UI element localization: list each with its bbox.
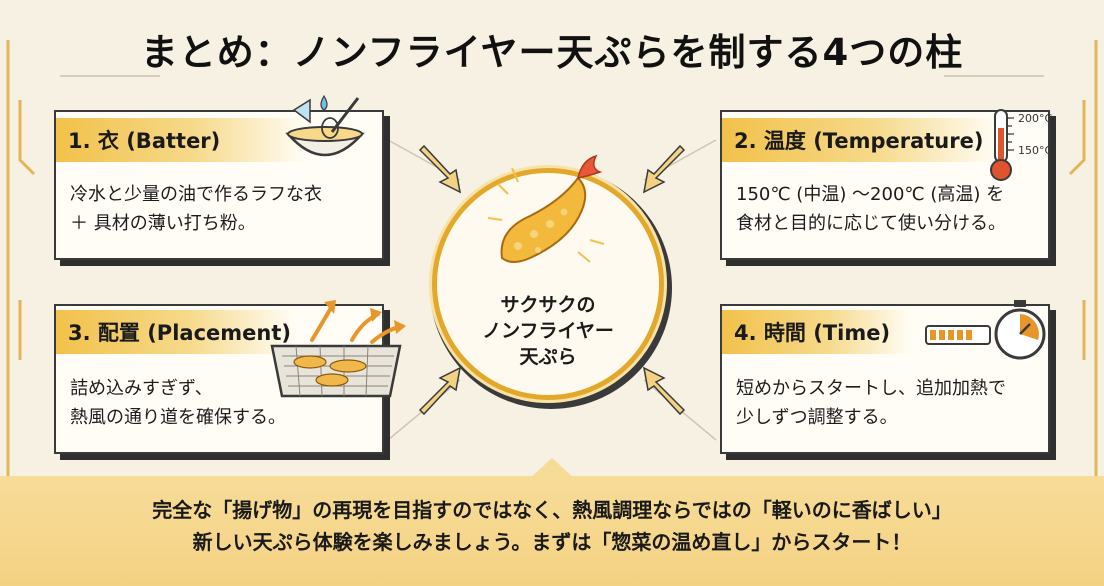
card-temperature-line1: 150℃ (中温) 〜200℃ (高温) を <box>736 184 1005 205</box>
footer-pointer <box>530 458 574 478</box>
card-batter-line2: ＋ 具材の薄い打ち粉。 <box>70 213 256 234</box>
card-batter-line1: 冷水と少量の油で作るラフな衣 <box>70 184 322 205</box>
card-placement-heading: 3. 配置 (Placement) <box>56 310 296 354</box>
card-time-line2: 少しずつ調整する。 <box>736 407 898 428</box>
timer-icon <box>925 300 1046 360</box>
thermometer-low-label: 150°C <box>1018 144 1053 157</box>
page-title: まとめ：ノンフライヤー天ぷらを制する4つの柱 <box>140 31 964 74</box>
center-label: サクサクの ノンフライヤー 天ぷら <box>432 292 664 370</box>
tempura-shrimp-icon <box>487 154 605 263</box>
footer-message: 完全な「揚げ物」の再現を目指すのではなく、熱風調理ならではの「軽いのに香ばしい」… <box>0 494 1104 558</box>
card-batter-text: 冷水と少量の油で作るラフな衣 ＋ 具材の薄い打ち粉。 <box>70 180 380 238</box>
card-temperature-text: 150℃ (中温) 〜200℃ (高温) を 食材と目的に応じて使い分ける。 <box>736 180 1046 238</box>
footer-line2: 新しい天ぷら体験を楽しみましょう。まずは「惣菜の温め直し」からスタート！ <box>192 530 912 554</box>
thermometer-icon <box>990 109 1014 181</box>
center-label-line3: 天ぷら <box>519 346 577 368</box>
card-batter-heading: 1. 衣 (Batter) <box>56 118 306 162</box>
footer-band <box>0 476 1104 586</box>
card-placement-text: 詰め込みすぎず、 熱風の通り道を確保する。 <box>70 374 380 432</box>
card-placement-line2: 熱風の通り道を確保する。 <box>70 407 286 428</box>
card-time-text: 短めからスタートし、追加加熱で 少しずつ調整する。 <box>736 374 1046 432</box>
fryer-basket-icon <box>270 300 406 398</box>
card-time-heading: 4. 時間 (Time) <box>722 310 912 354</box>
center-label-line2: ノンフライヤー <box>482 320 614 342</box>
card-time-line1: 短めからスタートし、追加加熱で <box>736 378 1006 399</box>
card-temperature-line2: 食材と目的に応じて使い分ける。 <box>736 213 1006 234</box>
footer-line1: 完全な「揚げ物」の再現を目指すのではなく、熱風調理ならではの「軽いのに香ばしい」 <box>152 498 952 522</box>
center-label-line1: サクサクの <box>500 294 596 316</box>
card-temperature-heading: 2. 温度 (Temperature) <box>722 118 998 162</box>
thermometer-high-label: 200°C <box>1018 112 1053 125</box>
batter-bowl-icon <box>285 94 365 157</box>
card-placement-line1: 詰め込みすぎず、 <box>70 378 213 399</box>
